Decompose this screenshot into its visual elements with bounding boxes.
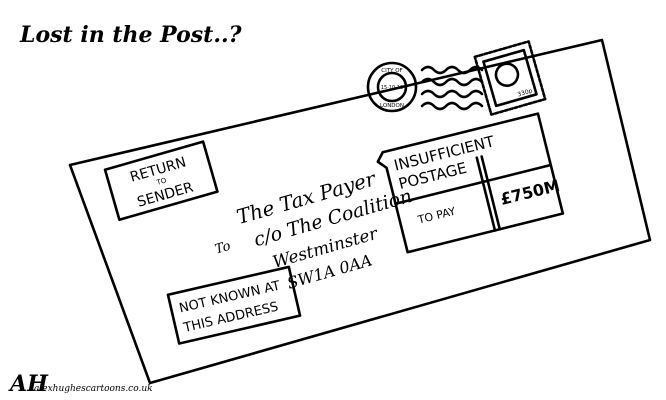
- not-known-label: NOT KNOWN AT THIS ADDRESS: [166, 265, 302, 345]
- postage-stamp: 330p: [473, 40, 547, 116]
- return-to-sender-label: RETURN TO SENDER: [103, 140, 219, 222]
- envelope: [68, 38, 652, 385]
- svg-text:TO PAY: TO PAY: [416, 205, 457, 227]
- svg-text:alexhughescartoons.co.uk: alexhughescartoons.co.uk: [34, 384, 153, 394]
- svg-text:LONDON: LONDON: [380, 103, 404, 109]
- svg-text:15·10·10: 15·10·10: [381, 85, 403, 91]
- svg-text:TO: TO: [155, 176, 168, 187]
- wavy-cancellation-lines: [420, 65, 484, 111]
- insufficient-postage-label: INSUFFICIENT POSTAGE TO PAY £750M: [376, 112, 565, 254]
- svg-text:To: To: [213, 239, 232, 258]
- artist-signature: AH alexhughescartoons.co.uk: [8, 371, 153, 397]
- cartoon-title: Lost in the Post..?: [19, 22, 243, 48]
- svg-text:AH: AH: [8, 371, 49, 397]
- svg-text:330p: 330p: [517, 87, 534, 98]
- svg-text:CITY OF: CITY OF: [381, 68, 402, 74]
- postmark: CITY OF 15·10·10 LONDON: [366, 61, 418, 113]
- address-block: To The Tax Payer c/o The Coalition Westm…: [213, 166, 414, 293]
- politician-portrait-icon: [494, 62, 520, 88]
- svg-text:£750M: £750M: [498, 176, 561, 209]
